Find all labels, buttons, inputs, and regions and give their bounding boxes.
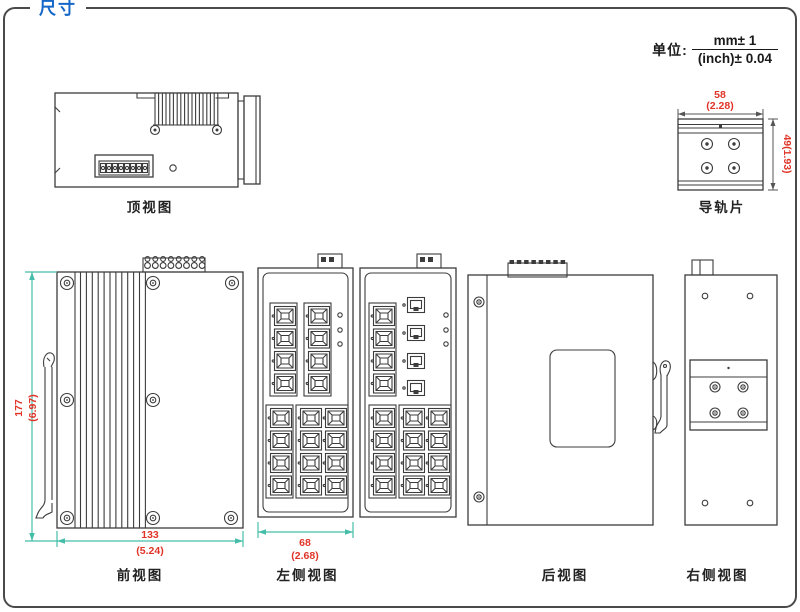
right-view-drawing xyxy=(654,259,778,526)
left-width-inch: (2.68) xyxy=(291,550,318,562)
clip-width-inch: (2.28) xyxy=(706,100,733,112)
heatsink-fins xyxy=(79,272,146,528)
led xyxy=(443,327,449,333)
led xyxy=(443,341,449,347)
top-view-caption: 顶视图 xyxy=(126,200,174,215)
front-view-drawing: 177 (6.97) 133 (5.24) xyxy=(13,256,244,557)
rear-cutout xyxy=(549,349,616,448)
din-latch xyxy=(35,352,55,519)
unit-inch: (inch)± 0.04 xyxy=(691,49,778,66)
rail-clip-drawing: 58 (2.28) 49(1.93) xyxy=(677,89,793,191)
top-view-drawing xyxy=(54,92,261,188)
ground-hole xyxy=(169,164,177,172)
din-plate xyxy=(689,359,768,431)
screw xyxy=(211,124,223,136)
led xyxy=(337,341,343,347)
front-height-inch: (6.97) xyxy=(27,394,39,421)
front-height-mm: 177 xyxy=(13,399,25,417)
unit-note: 单位: mm± 1 (inch)± 0.04 xyxy=(652,33,778,66)
content-border xyxy=(3,7,797,608)
rail-clip-caption: 导轨片 xyxy=(698,200,746,215)
front-width-inch: (5.24) xyxy=(136,545,163,557)
led xyxy=(337,327,343,333)
unit-label: 单位: xyxy=(652,41,688,58)
screw xyxy=(149,124,161,136)
unit-fraction: mm± 1 (inch)± 0.04 xyxy=(691,33,778,66)
din-latch xyxy=(654,360,671,434)
terminal-block xyxy=(142,256,206,273)
left-view-caption: 左侧视图 xyxy=(276,568,339,583)
rear-view-drawing xyxy=(467,260,658,526)
latch-bumps xyxy=(652,361,658,431)
terminal-block xyxy=(507,260,568,278)
rear-view-caption: 后视图 xyxy=(541,568,589,583)
clip-height-dim: 49(1.93) xyxy=(781,134,793,173)
unit-mm: mm± 1 xyxy=(713,33,757,48)
clip-width-mm: 58 xyxy=(714,89,726,101)
left-view-drawing: 68 (2.68) xyxy=(257,253,457,562)
side-flange xyxy=(237,95,261,185)
led xyxy=(443,312,449,318)
led xyxy=(337,312,343,318)
page-title: 尺寸 xyxy=(30,0,86,18)
left-width-mm: 68 xyxy=(299,537,311,549)
front-width-mm: 133 xyxy=(141,529,159,541)
terminal-block xyxy=(94,154,154,178)
right-view-caption: 右侧视图 xyxy=(686,568,749,583)
left-panel-fiber xyxy=(359,253,457,518)
left-panel-copper xyxy=(257,253,354,518)
heatsink-comb xyxy=(153,92,219,126)
front-view-caption: 前视图 xyxy=(116,568,164,583)
